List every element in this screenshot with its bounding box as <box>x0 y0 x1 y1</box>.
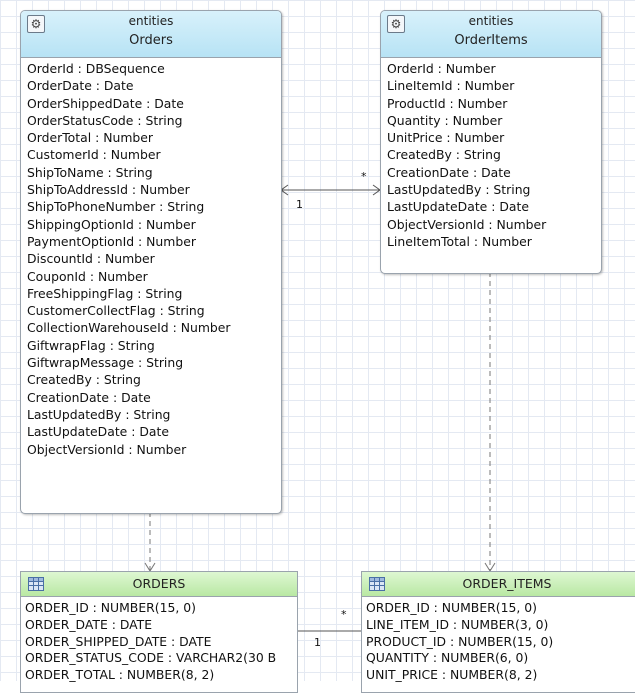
attribute-row: CouponId : Number <box>27 268 148 284</box>
orders-table-header: ORDERS <box>21 572 297 597</box>
orders-entity-header: ⚙ entities Orders <box>21 11 281 58</box>
attribute-row: LineItemId : Number <box>387 78 515 94</box>
attribute-row: ShippingOptionId : Number <box>27 216 196 232</box>
attribute-row: OrderDate : Date <box>27 78 134 94</box>
column-row: ORDER_SHIPPED_DATE : DATE <box>25 633 212 649</box>
attribute-row: ObjectVersionId : Number <box>387 216 547 232</box>
gear-icon: ⚙ <box>27 15 45 33</box>
attribute-row: PaymentOptionId : Number <box>27 233 196 249</box>
fk-target-multiplicity: * <box>341 608 347 621</box>
column-row: ORDER_ID : NUMBER(15, 0) <box>25 600 196 615</box>
order-items-table-header: ORDER_ITEMS <box>362 572 635 597</box>
column-row: ORDER_STATUS_CODE : VARCHAR2(30 B <box>25 650 277 666</box>
order-items-column-list: ORDER_ID : NUMBER(15, 0)LINE_ITEM_ID : N… <box>362 597 635 684</box>
attribute-row: UnitPrice : Number <box>387 130 505 146</box>
attribute-row: ProductId : Number <box>387 95 508 111</box>
attribute-row: OrderId : Number <box>387 61 496 76</box>
attribute-row: LastUpdatedBy : String <box>387 182 531 198</box>
attribute-row: CreationDate : Date <box>387 164 511 180</box>
attribute-row: LastUpdatedBy : String <box>27 406 171 422</box>
column-row: ORDER_DATE : DATE <box>25 616 153 632</box>
attribute-row: OrderTotal : Number <box>27 130 153 146</box>
column-row: LINE_ITEM_ID : NUMBER(3, 0) <box>366 616 549 632</box>
attribute-row: GiftwrapMessage : String <box>27 355 184 371</box>
fk-source-multiplicity: 1 <box>314 636 321 649</box>
column-row: PRODUCT_ID : NUMBER(15, 0) <box>366 633 554 649</box>
attribute-row: OrderStatusCode : String <box>27 112 183 128</box>
association-target-multiplicity: * <box>361 170 367 183</box>
attribute-row: CustomerCollectFlag : String <box>27 303 205 319</box>
gear-icon: ⚙ <box>387 15 405 33</box>
attribute-row: ShipToAddressId : Number <box>27 182 190 198</box>
attribute-row: ObjectVersionId : Number <box>27 441 187 457</box>
entity-stereotype: entities <box>128 14 174 28</box>
table-name: ORDERS <box>132 576 186 591</box>
attribute-row: OrderId : DBSequence <box>27 61 165 76</box>
orderitems-entity-header: ⚙ entities OrderItems <box>381 11 601 58</box>
table-name: ORDER_ITEMS <box>462 576 552 591</box>
attribute-row: FreeShippingFlag : String <box>27 285 183 301</box>
column-row: ORDER_TOTAL : NUMBER(8, 2) <box>25 667 215 683</box>
attribute-row: LastUpdateDate : Date <box>387 199 529 215</box>
orders-table-box[interactable]: ORDERS ORDER_ID : NUMBER(15, 0)ORDER_DAT… <box>20 571 298 693</box>
attribute-row: GiftwrapFlag : String <box>27 337 155 353</box>
entity-name: Orders <box>129 33 173 48</box>
attribute-row: CreatedBy : String <box>387 147 501 163</box>
attribute-row: DiscountId : Number <box>27 251 155 267</box>
attribute-row: CustomerId : Number <box>27 147 161 163</box>
column-row: UNIT_PRICE : NUMBER(8, 2) <box>366 667 538 683</box>
table-icon <box>369 577 385 591</box>
attribute-row: CreatedBy : String <box>27 372 141 388</box>
attribute-row: LineItemTotal : Number <box>387 233 532 249</box>
orders-column-list: ORDER_ID : NUMBER(15, 0)ORDER_DATE : DAT… <box>21 597 297 684</box>
attribute-row: Quantity : Number <box>387 112 503 128</box>
attribute-row: OrderShippedDate : Date <box>27 95 184 111</box>
column-row: QUANTITY : NUMBER(6, 0) <box>366 650 529 666</box>
entity-name: OrderItems <box>454 33 528 48</box>
attribute-row: CreationDate : Date <box>27 389 151 405</box>
attribute-row: CollectionWarehouseId : Number <box>27 320 231 336</box>
attribute-row: ShipToPhoneNumber : String <box>27 199 205 215</box>
attribute-row: ShipToName : String <box>27 164 153 180</box>
attribute-row: LastUpdateDate : Date <box>27 424 169 440</box>
table-icon <box>28 577 44 591</box>
order-items-table-box[interactable]: ORDER_ITEMS ORDER_ID : NUMBER(15, 0)LINE… <box>361 571 635 693</box>
association-source-multiplicity: 1 <box>296 198 303 211</box>
entity-stereotype: entities <box>468 14 514 28</box>
column-row: ORDER_ID : NUMBER(15, 0) <box>366 600 537 615</box>
